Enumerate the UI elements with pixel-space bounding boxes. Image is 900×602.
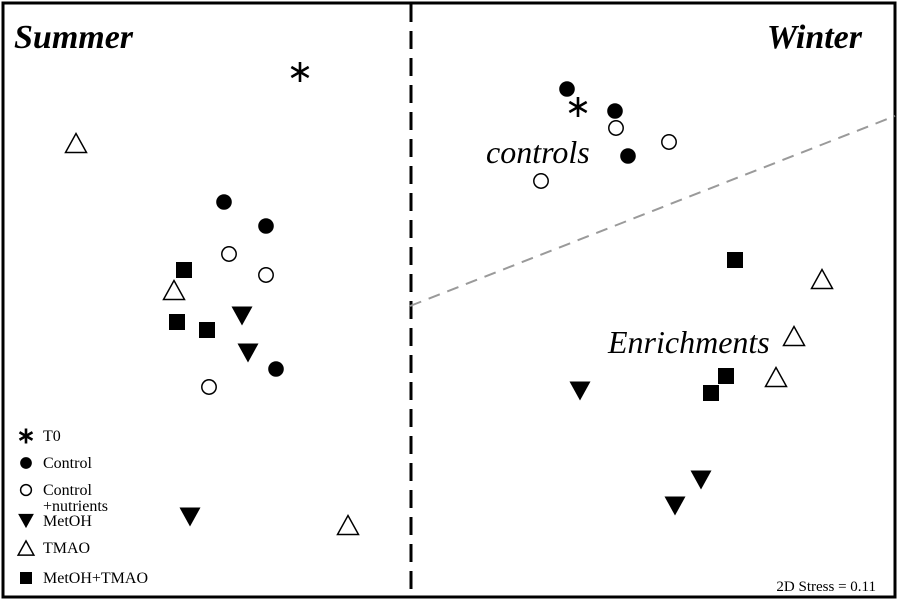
legend-marker-open-triangle-up [16, 539, 36, 556]
point-open-circle-1 [258, 267, 274, 283]
point-filled-triangle-down-2 [179, 507, 201, 527]
point-filled-circle-5 [620, 148, 636, 164]
stress-value: 2D Stress = 0.11 [776, 579, 876, 595]
point-open-triangle-up-1 [162, 278, 186, 301]
point-open-circle-4 [661, 134, 677, 150]
point-filled-triangle-down-5 [664, 496, 686, 516]
legend-marker-filled-circle [20, 457, 32, 469]
legend: T0ControlControl+nutrientsMetOHTMAOMetOH… [16, 428, 148, 587]
point-filled-triangle-down-3 [569, 381, 591, 401]
point-filled-triangle-down-0 [231, 306, 253, 326]
point-filled-circle-1 [258, 218, 274, 234]
legend-marker-open-circle [19, 483, 33, 497]
point-open-circle-0 [221, 246, 237, 262]
group-separator-line [409, 115, 896, 307]
data-points [64, 62, 834, 536]
point-open-triangle-up-2 [336, 513, 360, 536]
legend-label-2-0: Control [43, 482, 92, 499]
legend-label-1-0: Control [43, 455, 92, 472]
point-filled-square-0 [176, 262, 192, 278]
point-filled-square-1 [169, 314, 185, 330]
point-filled-triangle-down-1 [237, 343, 259, 363]
point-filled-circle-4 [607, 103, 623, 119]
point-filled-square-5 [703, 385, 719, 401]
point-filled-circle-0 [216, 194, 232, 210]
point-filled-square-2 [199, 322, 215, 338]
point-filled-circle-2 [268, 361, 284, 377]
legend-label-0-0: T0 [43, 428, 61, 445]
panel-title-winter: Winter [767, 19, 863, 56]
legend-marker-filled-triangle-down [18, 513, 34, 529]
point-filled-square-3 [727, 252, 743, 268]
point-open-circle-5 [533, 173, 549, 189]
point-open-circle-2 [201, 379, 217, 395]
legend-marker-asterisk [18, 428, 34, 444]
point-asterisk-1 [568, 97, 588, 117]
group-label-enrichments: Enrichments [607, 324, 770, 360]
legend-label-4-0: TMAO [43, 540, 90, 557]
legend-label-3-0: MetOH [43, 513, 92, 530]
point-open-triangle-up-5 [764, 365, 788, 388]
point-filled-triangle-down-4 [690, 470, 712, 490]
legend-label-2-1: +nutrients [43, 498, 108, 515]
point-open-circle-3 [608, 120, 624, 136]
point-filled-circle-3 [559, 81, 575, 97]
point-open-triangle-up-3 [810, 267, 834, 290]
point-filled-square-4 [718, 368, 734, 384]
point-open-triangle-up-0 [64, 131, 88, 154]
panel-title-summer: Summer [14, 19, 134, 56]
point-open-triangle-up-4 [782, 324, 806, 347]
point-asterisk-0 [290, 62, 310, 82]
group-label-controls: controls [486, 134, 590, 170]
legend-label-5-0: MetOH+TMAO [43, 570, 148, 587]
legend-marker-filled-square [20, 572, 32, 584]
